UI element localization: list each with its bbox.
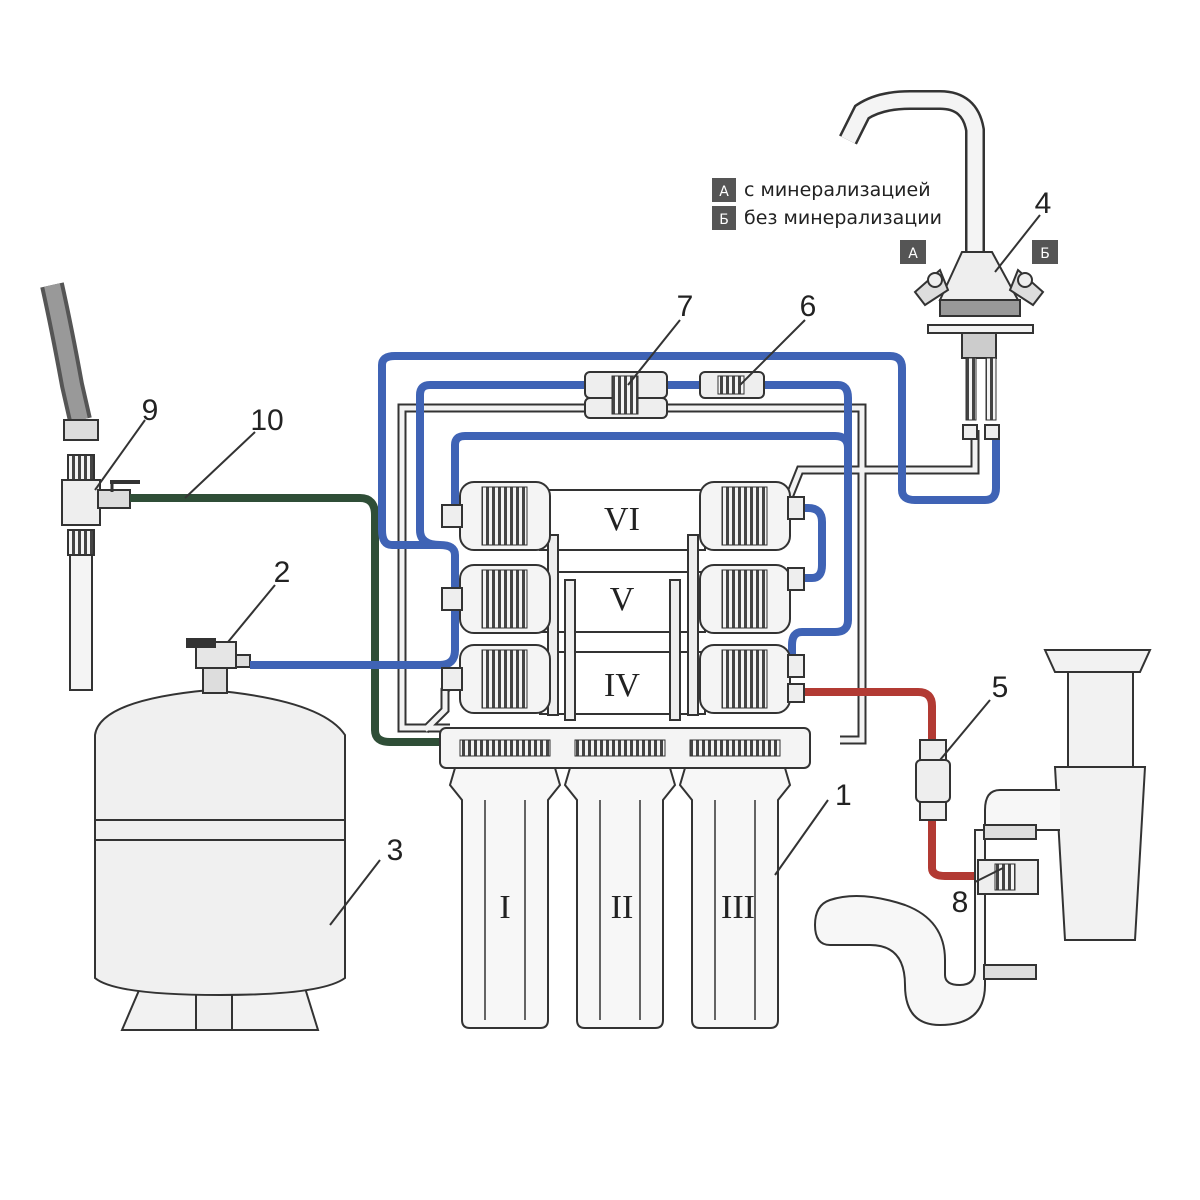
callout-1: 1 [835,779,852,812]
stage-label-2: II [611,889,634,926]
legend-key-a: А [719,184,729,200]
callout-3: 3 [387,834,404,867]
tube-green-inlet [130,494,445,746]
check-valve-6 [699,371,765,399]
legend: А с минерализацией Б без минерализации [712,178,942,230]
callout-2: 2 [274,556,291,589]
flow-restrictor-7 [584,371,668,419]
legend-key-b: Б [719,212,729,228]
stage-label-6: VI [604,501,640,538]
faucet [839,90,1045,440]
callout-5: 5 [992,671,1009,704]
callout-9: 9 [142,394,159,427]
inline-filters [441,481,805,721]
callout-10: 10 [250,404,283,437]
legend-text-a: с минерализацией [744,179,931,201]
stage-label-3: III [721,889,755,926]
faucet-key-a: А [908,246,918,262]
stage-label-1: I [499,889,510,926]
tube-red-drain [800,688,985,880]
storage-tank [94,664,346,1031]
inlet-hose [40,282,101,691]
faucet-keys: А Б [900,240,1058,264]
tube-blue [250,352,1000,669]
faucet-key-b: Б [1040,246,1050,262]
drain-check-valve-5 [915,739,951,821]
stage-labels: I II III IV V VI [499,501,755,926]
callout-6: 6 [800,290,817,323]
callout-8: 8 [952,886,969,919]
callout-4: 4 [1035,187,1052,220]
stage-label-5: V [610,581,635,618]
sink-drain-siphon [813,649,1152,1027]
callout-leaders [94,214,1041,926]
callout-numbers: 1 2 3 4 5 6 7 8 9 10 [142,187,1052,919]
callout-7: 7 [677,290,694,323]
tank-valve [186,638,251,669]
legend-text-b: без минерализации [744,207,942,229]
pre-filter-housings [439,727,811,1029]
stage-label-4: IV [604,667,640,704]
